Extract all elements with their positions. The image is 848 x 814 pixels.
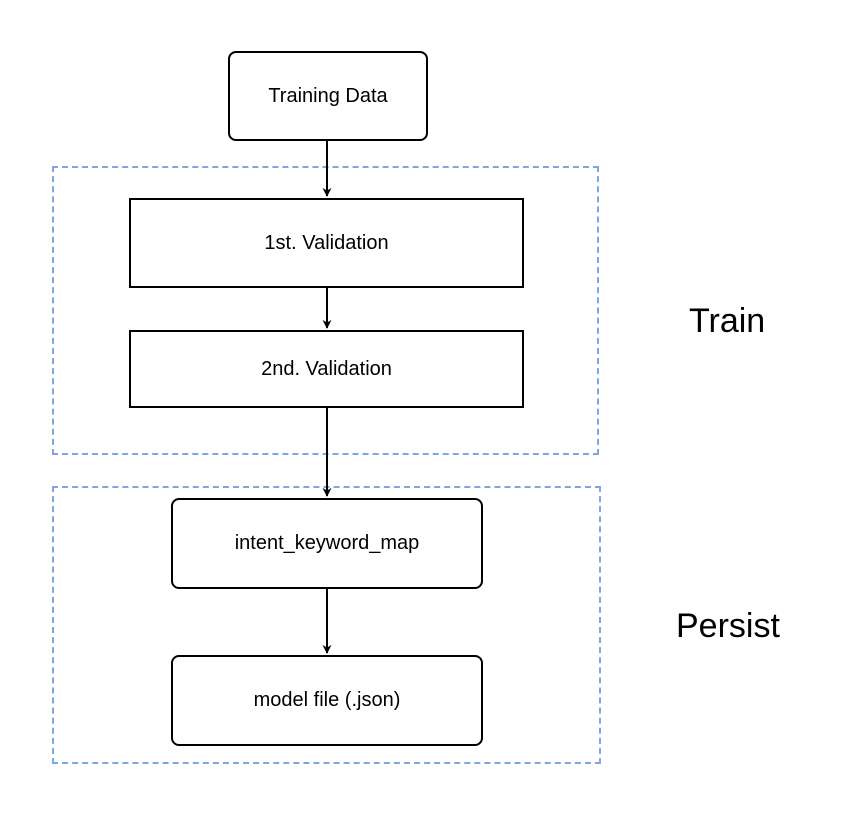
model-file-label: model file (.json) <box>253 689 401 711</box>
validation-2-label: 2nd. Validation <box>261 357 392 380</box>
training-data-node: Training Data <box>228 51 428 141</box>
intent-keyword-map-node: intent_keyword_map <box>171 498 483 589</box>
persist-group-label: Persist <box>676 607 780 645</box>
validation-1-label: 1st. Validation <box>264 231 389 254</box>
validation-2-node: 2nd. Validation <box>129 330 524 408</box>
validation-1-node: 1st. Validation <box>129 198 524 288</box>
train-group-box <box>52 166 599 455</box>
model-file-node: model file (.json) <box>171 655 483 746</box>
intent-keyword-map-label: intent_keyword_map <box>234 532 420 554</box>
train-group-label: Train <box>689 302 766 340</box>
training-data-label: Training Data <box>268 84 388 107</box>
